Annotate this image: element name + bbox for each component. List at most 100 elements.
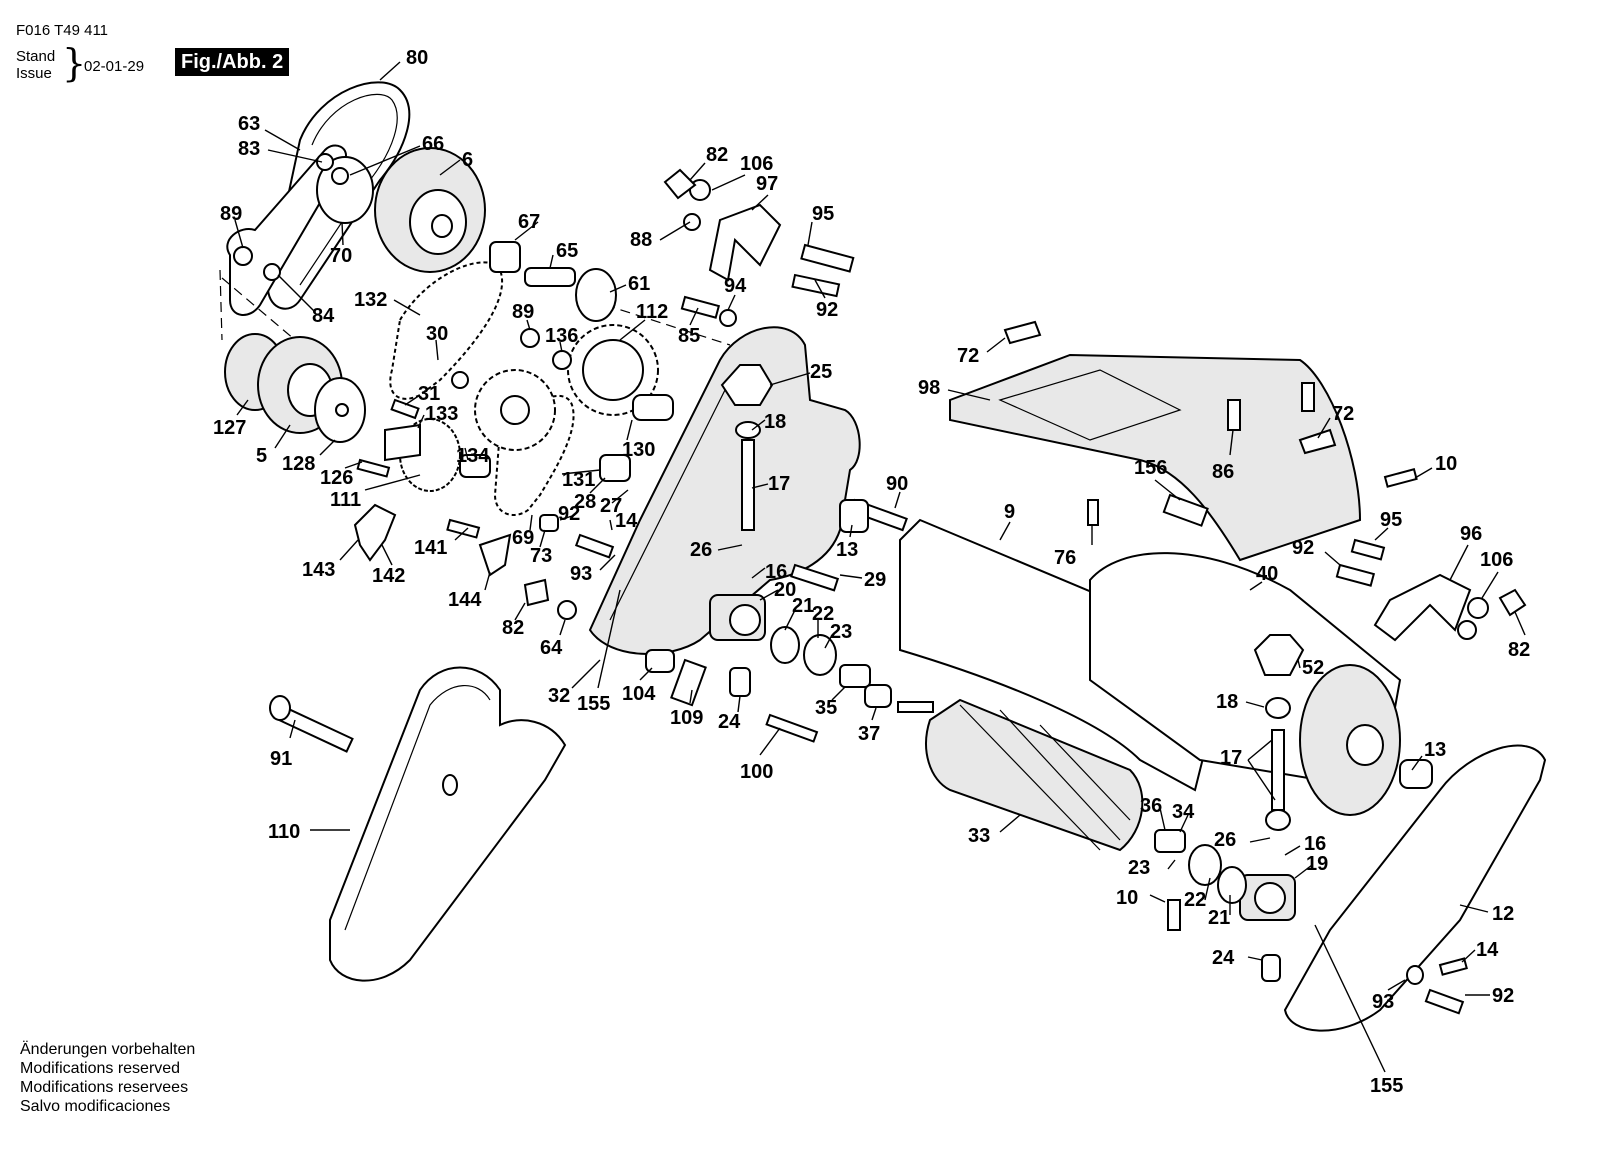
callout-12: 12 <box>1492 903 1514 925</box>
callout-131: 131 <box>562 469 595 491</box>
callout-26: 26 <box>690 539 712 561</box>
callout-10-b: 10 <box>1116 887 1138 909</box>
bolt <box>765 713 819 743</box>
stand-issue-labels: Stand Issue <box>16 48 55 82</box>
callout-94: 94 <box>724 275 747 297</box>
callout-136: 136 <box>545 325 578 347</box>
callout-16: 16 <box>765 561 787 583</box>
callout-95-b: 95 <box>1380 509 1402 531</box>
modification-notes: Änderungen vorbehalten Modifications res… <box>20 1040 195 1116</box>
note-es: Salvo modificaciones <box>20 1098 171 1115</box>
callout-24-b: 24 <box>1212 947 1235 969</box>
belt-cover <box>329 666 567 982</box>
clip-small <box>1003 320 1042 345</box>
callout-89: 89 <box>220 203 242 225</box>
callout-31: 31 <box>418 383 440 405</box>
callout-14-b: 14 <box>1476 939 1499 961</box>
callout-76: 76 <box>1054 547 1076 569</box>
callout-95: 95 <box>812 203 834 225</box>
callout-63: 63 <box>238 113 260 135</box>
callout-40: 40 <box>1256 563 1278 585</box>
callout-25: 25 <box>810 361 832 383</box>
spring <box>729 667 751 697</box>
callout-80: 80 <box>406 47 428 69</box>
callout-109: 109 <box>670 707 703 729</box>
callout-82-b: 82 <box>706 144 728 166</box>
nut <box>233 246 253 266</box>
bearing <box>770 626 800 664</box>
idler-pulley <box>316 156 374 224</box>
callout-18-b: 18 <box>1216 691 1238 713</box>
callout-144: 144 <box>448 589 482 611</box>
callout-65: 65 <box>556 240 578 262</box>
callout-61: 61 <box>628 273 650 295</box>
callout-155: 155 <box>577 693 610 715</box>
washer <box>316 153 334 171</box>
top-cover <box>949 353 1362 562</box>
callout-111: 111 <box>330 489 361 511</box>
callout-20: 20 <box>774 579 796 601</box>
callout-84: 84 <box>312 305 335 327</box>
callout-88: 88 <box>630 229 652 251</box>
callout-numbers: 80 63 83 66 6 89 70 84 67 65 61 132 30 8… <box>213 47 1530 1097</box>
note-de: Änderungen vorbehalten <box>20 1041 196 1058</box>
callout-110: 110 <box>268 821 300 843</box>
callout-126: 126 <box>320 467 353 489</box>
part-shapes <box>219 81 1547 1032</box>
washer <box>263 263 281 281</box>
adjuster-knob-right <box>1253 634 1305 676</box>
callout-22: 22 <box>812 603 834 625</box>
stand-label: Stand <box>16 48 56 65</box>
callout-33: 33 <box>968 825 990 847</box>
callout-37: 37 <box>858 723 880 745</box>
bearing <box>803 634 837 676</box>
bolt <box>790 563 840 592</box>
callout-9: 9 <box>1004 501 1015 523</box>
clip <box>353 503 397 562</box>
callout-128: 128 <box>282 453 315 475</box>
callout-18: 18 <box>764 411 786 433</box>
callout-100: 100 <box>740 761 773 783</box>
callout-112: 112 <box>636 301 668 323</box>
callout-24: 24 <box>718 711 741 733</box>
callout-82-c: 82 <box>1508 639 1530 661</box>
callout-143: 143 <box>302 559 335 581</box>
issue-date: 02-01-29 <box>84 58 145 75</box>
callout-90: 90 <box>886 473 908 495</box>
callout-89-b: 89 <box>512 301 534 323</box>
threaded-stud <box>741 439 755 531</box>
part-number: F016 T49 411 <box>16 22 109 39</box>
callout-92-d: 92 <box>1492 985 1514 1007</box>
callout-73: 73 <box>530 545 552 567</box>
callout-19: 19 <box>1306 853 1328 875</box>
callout-133: 133 <box>425 403 458 425</box>
callout-16-b: 16 <box>1304 833 1326 855</box>
callout-91: 91 <box>270 748 292 770</box>
callout-142: 142 <box>372 565 405 587</box>
note-en: Modifications reserved <box>20 1060 181 1077</box>
flange <box>575 268 617 322</box>
callout-13-b: 13 <box>1424 739 1446 761</box>
callout-83: 83 <box>238 138 260 160</box>
callout-28: 28 <box>574 491 596 513</box>
callout-10: 10 <box>1435 453 1457 475</box>
callout-21: 21 <box>792 595 814 617</box>
callout-26-b: 26 <box>1214 829 1236 851</box>
spacer <box>839 664 871 688</box>
callout-97: 97 <box>756 173 778 195</box>
callout-106-b: 106 <box>1480 549 1513 571</box>
cutting-cylinder <box>925 698 1144 852</box>
callout-17-b: 17 <box>1220 747 1242 769</box>
callout-92-b: 92 <box>816 299 838 321</box>
callout-6: 6 <box>462 149 473 171</box>
callout-22-b: 22 <box>1184 889 1206 911</box>
callout-32: 32 <box>548 685 570 707</box>
callout-141: 141 <box>414 537 447 559</box>
callout-82: 82 <box>502 617 524 639</box>
callout-30: 30 <box>426 323 448 345</box>
callout-93-b: 93 <box>1372 991 1394 1013</box>
callout-69: 69 <box>512 527 534 549</box>
callout-17: 17 <box>768 473 790 495</box>
callout-14: 14 <box>615 510 638 532</box>
